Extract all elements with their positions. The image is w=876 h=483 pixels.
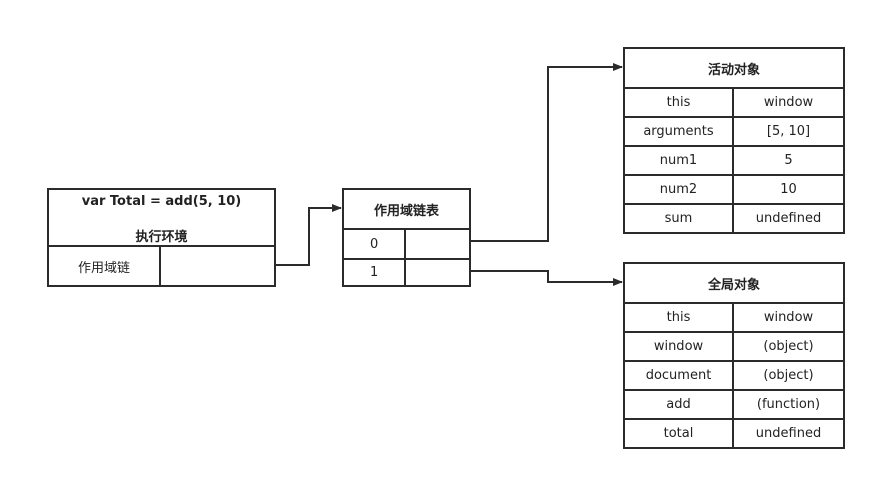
activation-value: 5 [784, 153, 793, 168]
global-row: document (object) [625, 360, 843, 389]
execution-context-code: var Total = add(5, 10) [81, 194, 242, 209]
activation-key: arguments [625, 118, 734, 145]
activation-key: this [625, 89, 734, 116]
global-key: window [625, 333, 734, 360]
activation-value: window [763, 95, 814, 110]
global-object-table: 全局对象 this window window (object) documen… [623, 262, 845, 449]
activation-object-table: 活动对象 this window arguments [5, 10] num1 … [623, 47, 845, 234]
scope-chain-label: 作用域链 [49, 247, 161, 285]
global-row: total undefined [625, 418, 843, 447]
activation-key: num1 [625, 147, 734, 174]
activation-row: num1 5 [625, 145, 843, 174]
global-value: (function) [756, 397, 821, 412]
global-value: (object) [763, 368, 814, 383]
execution-context-box: var Total = add(5, 10) 执行环境 作用域链 [47, 188, 276, 287]
scope-chain-pointer-cell [161, 247, 274, 285]
global-row: window (object) [625, 331, 843, 360]
global-value: window [763, 310, 814, 325]
activation-value: 10 [780, 182, 797, 197]
activation-value: undefined [755, 211, 822, 226]
activation-row: arguments [5, 10] [625, 116, 843, 145]
activation-row: this window [625, 87, 843, 116]
global-row: this window [625, 302, 843, 331]
arrow-context-to-scope-chain [275, 204, 342, 266]
global-key: document [625, 362, 734, 389]
scope-chain-title: 作用域链表 [373, 203, 439, 219]
global-row: add (function) [625, 389, 843, 418]
execution-context-row: 作用域链 [49, 245, 274, 285]
global-value: undefined [755, 426, 822, 441]
scope-chain-box: 作用域链表 0 1 [342, 188, 471, 287]
activation-key: num2 [625, 176, 734, 203]
scope-chain-row-0: 0 [344, 228, 469, 258]
scope-chain-index-0: 0 [344, 230, 406, 258]
activation-key: sum [625, 205, 734, 232]
scope-chain-row-1: 1 [344, 258, 469, 285]
execution-context-title: 执行环境 [135, 230, 188, 245]
scope-chain-pointer-0 [406, 230, 469, 258]
scope-chain-pointer-1 [406, 260, 469, 285]
activation-value: [5, 10] [766, 124, 811, 139]
execution-context-header: var Total = add(5, 10) 执行环境 [49, 190, 274, 245]
global-object-title: 全局对象 [707, 277, 760, 293]
arrow-scope1-to-global [470, 270, 623, 286]
global-key: total [625, 420, 734, 447]
arrow-scope0-to-activation [470, 63, 623, 242]
activation-row: num2 10 [625, 174, 843, 203]
activation-object-title: 活动对象 [707, 62, 760, 78]
activation-row: sum undefined [625, 203, 843, 232]
scope-chain-index-1: 1 [344, 260, 406, 285]
global-key: this [625, 304, 734, 331]
global-value: (object) [763, 339, 814, 354]
global-key: add [625, 391, 734, 418]
